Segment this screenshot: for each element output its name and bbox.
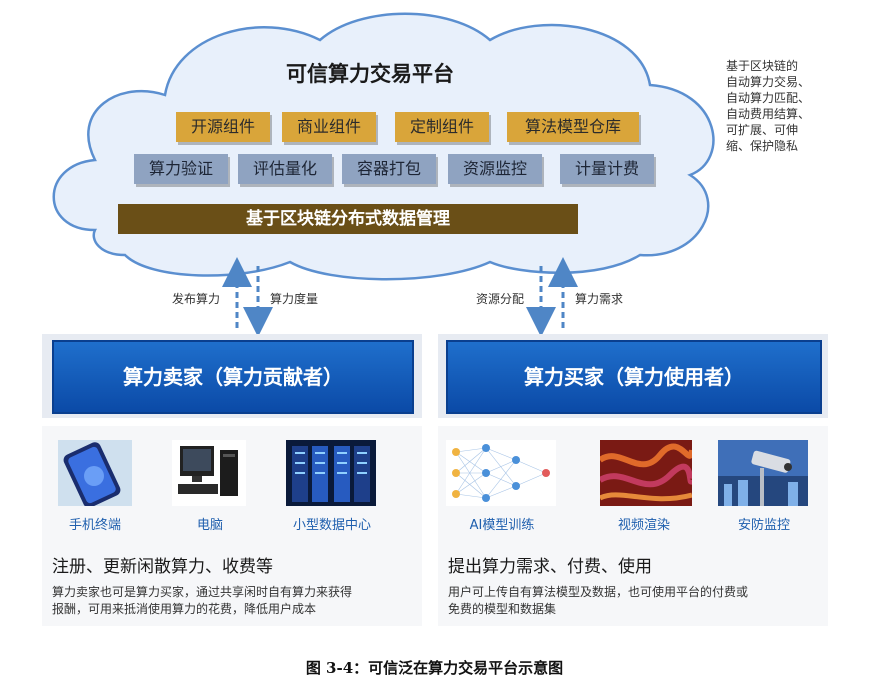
arrow-label-measure: 算力度量 <box>270 292 319 306</box>
side-note-line: 自动费用结算、 <box>726 107 811 121</box>
phone-image <box>58 440 132 506</box>
buyer-description-line: 免费的模型和数据集 <box>448 602 557 616</box>
side-note-line: 自动算力匹配、 <box>726 91 811 105</box>
tag-commercial: 商业组件 <box>282 112 376 142</box>
side-note: 基于区块链的 自动算力交易、 自动算力匹配、 自动费用结算、 可扩展、可伸 缩、… <box>726 58 836 154</box>
video-render-image <box>600 440 692 506</box>
platform-title: 可信算力交易平台 <box>286 62 454 86</box>
label-computer: 电脑 <box>196 518 223 533</box>
tag-evaluate: 评估量化 <box>238 154 332 184</box>
tag-verify: 算力验证 <box>134 154 228 184</box>
side-note-line: 自动算力交易、 <box>726 75 811 89</box>
side-note-line: 基于区块链的 <box>726 59 799 73</box>
tag-container: 容器打包 <box>342 154 436 184</box>
seller-description: 算力卖家也可是算力买家，通过共享闲时自有算力来获得 报酬，可用来抵消使用算力的花… <box>52 584 422 618</box>
label-ai-training: AI模型训练 <box>469 518 535 533</box>
arrow-label-publish: 发布算力 <box>172 292 221 306</box>
arrow-label-allocate: 资源分配 <box>476 292 525 306</box>
blockchain-bar: 基于区块链分布式数据管理 <box>118 204 578 234</box>
seller-box: 算力卖家（算力贡献者） <box>52 340 414 414</box>
tag-monitor: 资源监控 <box>448 154 542 184</box>
side-note-line: 缩、保护隐私 <box>726 139 799 153</box>
label-video-render: 视频渲染 <box>617 518 670 533</box>
flow-arrows <box>222 257 578 337</box>
tag-open-source: 开源组件 <box>176 112 270 142</box>
seller-heading: 注册、更新闲散算力、收费等 <box>52 557 273 577</box>
computer-image <box>172 440 246 506</box>
buyer-description: 用户可上传自有算法模型及数据，也可使用平台的付费或 免费的模型和数据集 <box>448 584 828 618</box>
side-note-line: 可扩展、可伸 <box>726 123 799 137</box>
buyer-box: 算力买家（算力使用者） <box>446 340 822 414</box>
tag-custom: 定制组件 <box>395 112 489 142</box>
seller-description-line: 算力卖家也可是算力买家，通过共享闲时自有算力来获得 <box>52 585 353 599</box>
tag-model-repo: 算法模型仓库 <box>507 112 639 142</box>
seller-description-line: 报酬，可用来抵消使用算力的花费，降低用户成本 <box>52 602 317 616</box>
label-datacenter: 小型数据中心 <box>292 518 371 533</box>
security-camera-image <box>718 440 808 506</box>
datacenter-image <box>286 440 376 506</box>
neural-network-image <box>446 440 556 506</box>
buyer-description-line: 用户可上传自有算法模型及数据，也可使用平台的付费或 <box>448 585 749 599</box>
arrow-label-demand: 算力需求 <box>575 292 624 306</box>
buyer-heading: 提出算力需求、付费、使用 <box>448 557 652 577</box>
label-phone: 手机终端 <box>68 518 121 533</box>
tag-billing: 计量计费 <box>560 154 654 184</box>
figure-caption: 图 3-4：可信泛在算力交易平台示意图 <box>305 659 564 677</box>
label-security: 安防监控 <box>737 518 790 533</box>
